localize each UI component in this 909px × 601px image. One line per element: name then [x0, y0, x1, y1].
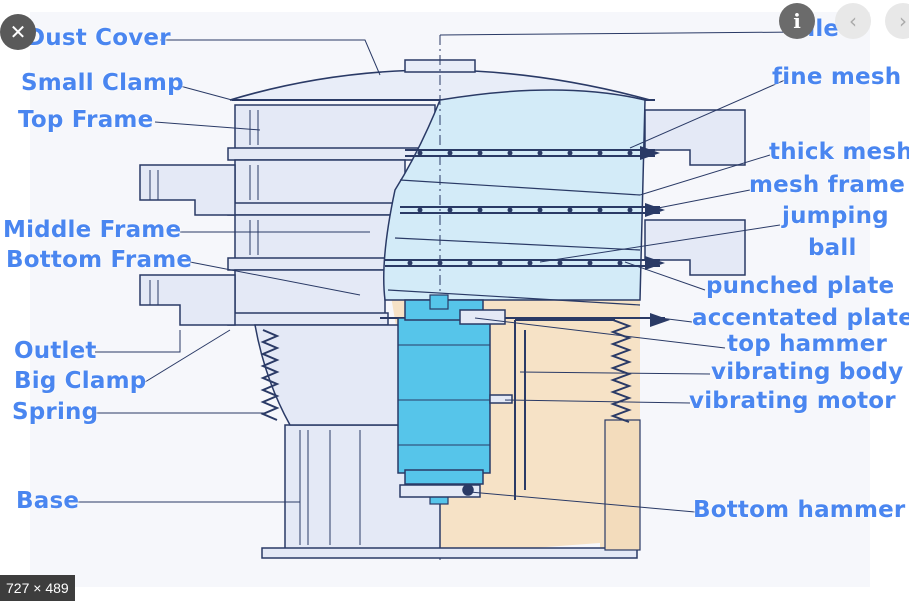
chevron-left-icon: ‹	[849, 9, 857, 33]
image-dimensions-badge: 727 × 489	[0, 575, 75, 601]
label-base: Base	[16, 488, 80, 514]
label-outlet: Outlet	[14, 338, 97, 364]
label-ball: ball	[808, 235, 857, 261]
hammers	[399, 309, 513, 498]
label-thick-mesh: thick mesh	[769, 139, 909, 165]
label-accentated-plate: accentated plate	[692, 305, 909, 331]
label-middle-frame: Middle Frame	[3, 217, 182, 243]
label-punched-plate: punched plate	[706, 273, 895, 299]
label-top-hammer: top hammer	[727, 331, 888, 357]
label-bottom-frame: Bottom Frame	[6, 247, 193, 273]
label-top-frame: Top Frame	[18, 107, 154, 133]
close-icon: ✕	[9, 20, 27, 44]
base-ribs	[299, 430, 361, 545]
vibrating-body	[514, 319, 615, 500]
label-spring: Spring	[12, 399, 99, 425]
label-vibrating-body: vibrating body	[711, 359, 904, 385]
chevron-right-icon: ›	[899, 9, 907, 33]
left-outlets	[139, 164, 236, 326]
label-mesh-frame: mesh frame	[749, 172, 906, 198]
label-bottom-hammer: Bottom hammer	[693, 497, 906, 523]
outlet-ribs	[149, 110, 259, 305]
label-small-clamp: Small Clamp	[21, 70, 184, 96]
info-icon: i	[793, 9, 801, 33]
info-button[interactable]: i	[779, 3, 815, 39]
next-button[interactable]: ›	[885, 3, 909, 39]
previous-button[interactable]: ‹	[835, 3, 871, 39]
close-button[interactable]: ✕	[0, 14, 36, 50]
mesh-clamps	[640, 146, 670, 327]
vibrating-motor	[397, 294, 491, 505]
mesh-dots	[407, 150, 633, 266]
label-big-clamp: Big Clamp	[14, 368, 147, 394]
springs	[260, 319, 632, 423]
label-fine-mesh: fine mesh	[772, 64, 902, 90]
label-dust-cover: Dust Cover	[26, 25, 171, 51]
label-jumping: jumping	[782, 203, 889, 229]
label-vibrating-motor: vibrating motor	[689, 388, 896, 414]
leader-lines	[75, 31, 801, 513]
frame-stack	[227, 104, 444, 326]
